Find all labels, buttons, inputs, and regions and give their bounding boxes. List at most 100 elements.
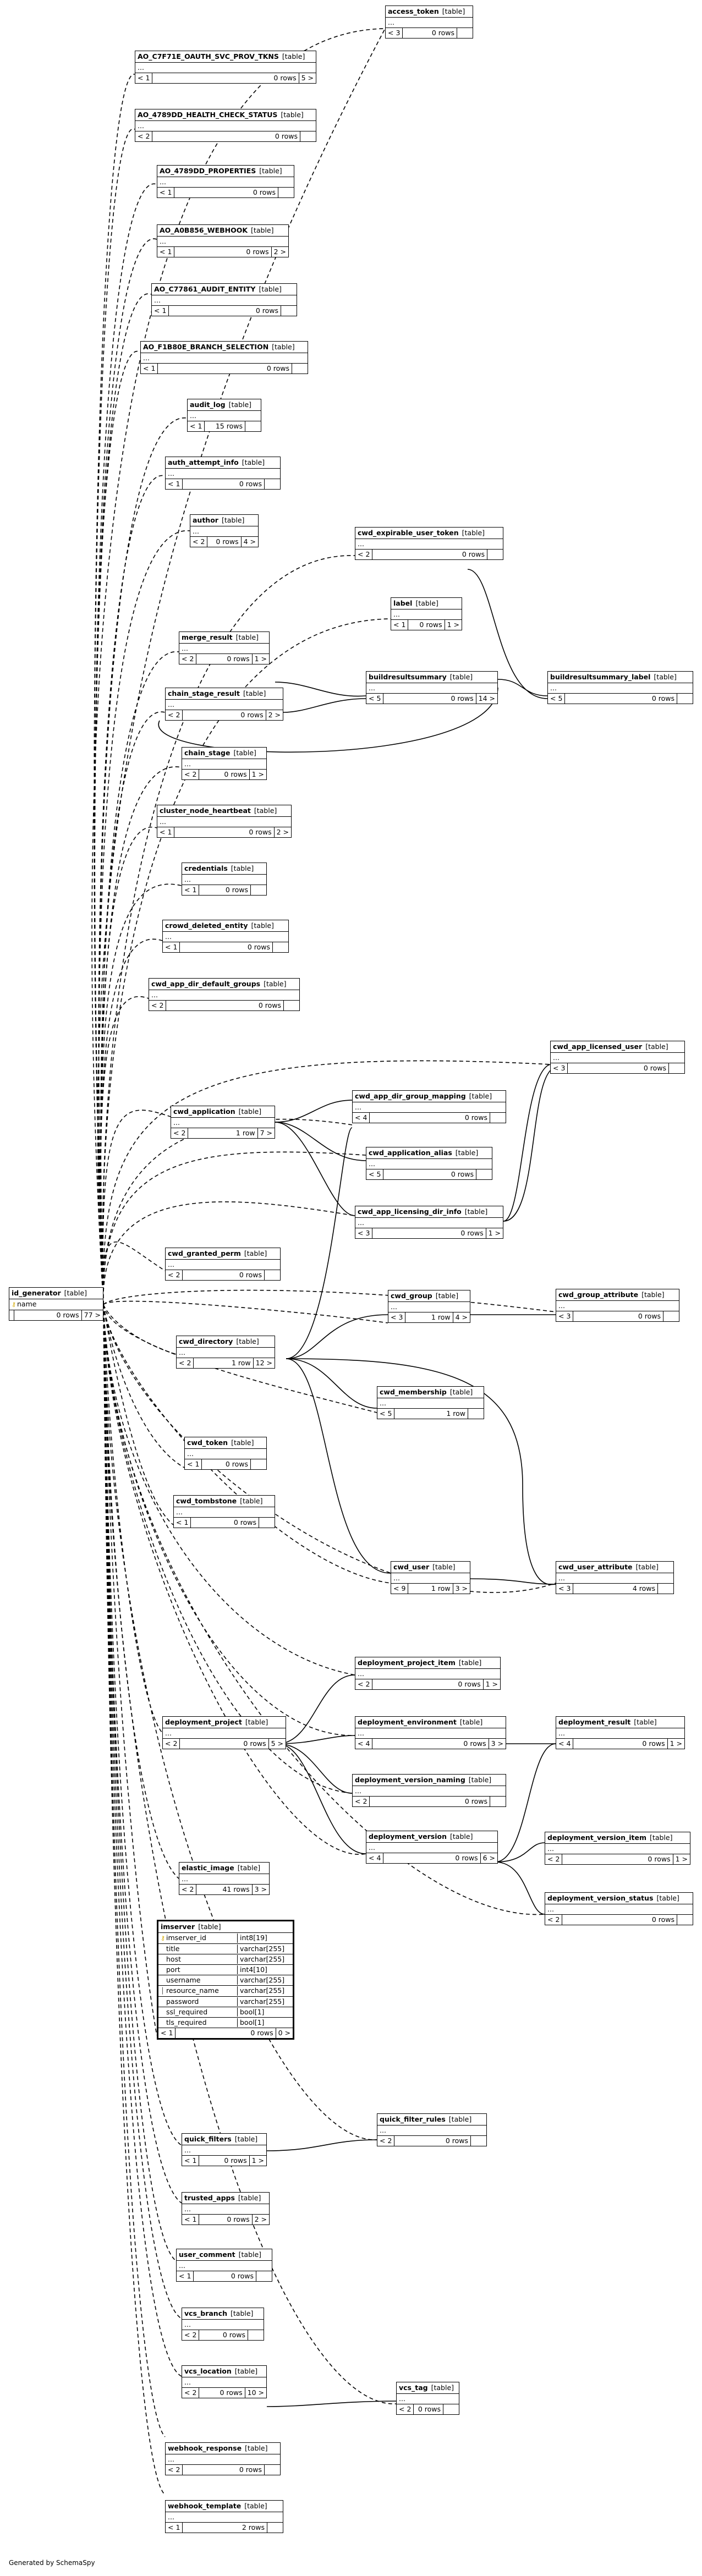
table-name[interactable]: cwd_group <box>391 1292 432 1300</box>
table-name[interactable]: AO_A0B856_WEBHOOK <box>160 226 248 234</box>
table-name[interactable]: id_generator <box>12 1289 61 1297</box>
table-name[interactable]: AO_C77861_AUDIT_ENTITY <box>154 285 256 293</box>
table-name[interactable]: cluster_node_heartbeat <box>160 806 251 815</box>
table-name[interactable]: webhook_response <box>168 2444 242 2452</box>
table-name[interactable]: quick_filter_rules <box>380 2115 446 2123</box>
table-name[interactable]: access_token <box>388 7 439 15</box>
table-name[interactable]: chain_stage <box>184 749 231 757</box>
table-name[interactable]: trusted_apps <box>184 2194 235 2202</box>
table-ao_health[interactable]: AO_4789DD_HEALTH_CHECK_STATUS[table]...<… <box>135 109 316 142</box>
table-name[interactable]: auth_attempt_info <box>168 458 239 466</box>
table-name[interactable]: AO_F1B80E_BRANCH_SELECTION <box>143 343 269 351</box>
table-name[interactable]: label <box>393 599 413 607</box>
table-name[interactable]: credentials <box>184 864 228 872</box>
table-name[interactable]: cwd_application <box>173 1107 235 1116</box>
table-name[interactable]: AO_4789DD_PROPERTIES <box>160 167 256 175</box>
table-name[interactable]: cwd_group_attribute <box>558 1290 639 1299</box>
table-name[interactable]: imserver <box>161 1923 195 1931</box>
table-name[interactable]: cwd_app_dir_group_mapping <box>355 1092 466 1100</box>
table-name[interactable]: crowd_deleted_entity <box>165 921 248 930</box>
table-name[interactable]: deployment_project <box>165 1718 242 1726</box>
table-name[interactable]: cwd_app_dir_default_groups <box>151 980 261 988</box>
table-name[interactable]: elastic_image <box>182 1864 234 1872</box>
table-name[interactable]: author <box>193 516 218 524</box>
table-name[interactable]: cwd_user <box>393 1563 430 1571</box>
table-name[interactable]: cwd_granted_perm <box>168 1249 241 1257</box>
table-name[interactable]: cwd_user_attribute <box>558 1563 633 1571</box>
table-name[interactable]: AO_C7F71E_OAUTH_SVC_PROV_TKNS <box>138 52 279 61</box>
table-name[interactable]: deployment_version <box>369 1832 447 1841</box>
table-name[interactable]: user_comment <box>179 2250 235 2259</box>
table-name[interactable]: vcs_branch <box>184 2309 228 2317</box>
table-name[interactable]: merge_result <box>182 633 233 641</box>
table-name[interactable]: deployment_version_status <box>547 1894 654 1902</box>
table-name[interactable]: cwd_app_licensing_dir_info <box>358 1207 462 1216</box>
table-name[interactable]: cwd_app_licensed_user <box>553 1042 643 1051</box>
table-name[interactable]: audit_log <box>190 400 226 409</box>
table-name[interactable]: buildresultsummary_label <box>550 673 651 681</box>
table-name[interactable]: AO_4789DD_HEALTH_CHECK_STATUS <box>138 111 278 119</box>
table-name[interactable]: cwd_application_alias <box>369 1149 452 1157</box>
table-name[interactable]: quick_filters <box>184 2135 232 2143</box>
table-name[interactable]: cwd_membership <box>380 1388 447 1396</box>
table-name[interactable]: deployment_project_item <box>358 1658 456 1667</box>
table-name[interactable]: cwd_directory <box>179 1337 233 1345</box>
table-name[interactable]: deployment_result <box>558 1718 631 1726</box>
table-name[interactable]: cwd_expirable_user_token <box>358 529 459 537</box>
table-name[interactable]: cwd_tombstone <box>176 1497 237 1505</box>
table-name[interactable]: buildresultsummary <box>369 673 447 681</box>
table-name[interactable]: cwd_token <box>187 1438 228 1447</box>
table-name[interactable]: deployment_environment <box>358 1718 457 1726</box>
table-name[interactable]: deployment_version_naming <box>355 1776 465 1784</box>
table-ao_oauth[interactable]: AO_C7F71E_OAUTH_SVC_PROV_TKNS[table]...<… <box>135 51 316 84</box>
table-name[interactable]: deployment_version_item <box>547 1833 647 1842</box>
